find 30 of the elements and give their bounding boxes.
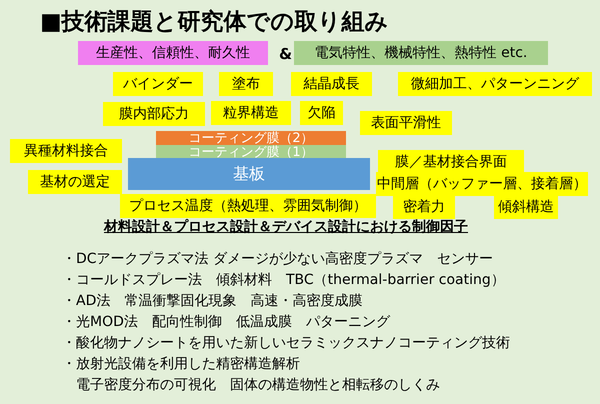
factor-box: 中間層（バッファー層、接着層） — [376, 172, 588, 196]
factor-box: 異種材料接合 — [10, 139, 122, 163]
factor-box: 粒界構造 — [211, 101, 291, 125]
bullet-item: ・コールドスプレー法 傾斜材料 TBC（thermal-barrier coating） — [62, 271, 505, 289]
section-heading: 材料設計＆プロセス設計＆デバイス設計における制御因子 — [104, 218, 468, 236]
factor-box: 膜／基材接合界面 — [378, 150, 524, 174]
factor-box: 傾斜構造 — [494, 195, 558, 219]
factor-box: 膜内部応力 — [103, 102, 205, 126]
factor-box: 基材の選定 — [28, 170, 122, 194]
title: ■技術課題と研究体での取り組み — [40, 8, 389, 37]
note-text: 電子密度分布の可視化 固体の構造物性と相転移のしくみ — [76, 376, 440, 394]
factor-box: 密着力 — [393, 195, 455, 219]
coating-layer: コーティング膜（1） — [156, 145, 346, 158]
property-box: 生産性、信頼性、耐久性 — [78, 41, 268, 65]
factor-box: 表面平滑性 — [360, 111, 452, 135]
bullet-item: ・DCアークプラズマ法 ダメージが少ない高密度プラズマ センサー — [62, 250, 494, 268]
factor-box: バインダー — [113, 72, 203, 96]
coating-layer: コーティング膜（2） — [156, 131, 346, 145]
substrate-block: 基板 — [128, 158, 370, 190]
factor-box: 塗布 — [219, 72, 273, 96]
ampersand: & — [279, 45, 292, 64]
bullet-item: ・光MOD法 配向性制御 低温成膜 パターニング — [62, 313, 390, 331]
bullet-item: ・放射光設備を利用した精密構造解析 — [62, 355, 300, 373]
factor-box: プロセス温度（熱処理、雰囲気制御） — [120, 194, 376, 218]
factor-box: 欠陥 — [300, 101, 343, 125]
factor-box: 微細加工、パターンニング — [398, 72, 592, 96]
bullet-item: ・AD法 常温衝撃固化現象 高速・高密度成膜 — [62, 292, 362, 310]
bullet-item: ・酸化物ナノシートを用いた新しいセラミックスナノコーティング技術 — [62, 334, 510, 352]
property-box: 電気特性、機械特性、熱特性 etc. — [294, 41, 548, 65]
factor-box: 結晶成長 — [291, 72, 372, 96]
